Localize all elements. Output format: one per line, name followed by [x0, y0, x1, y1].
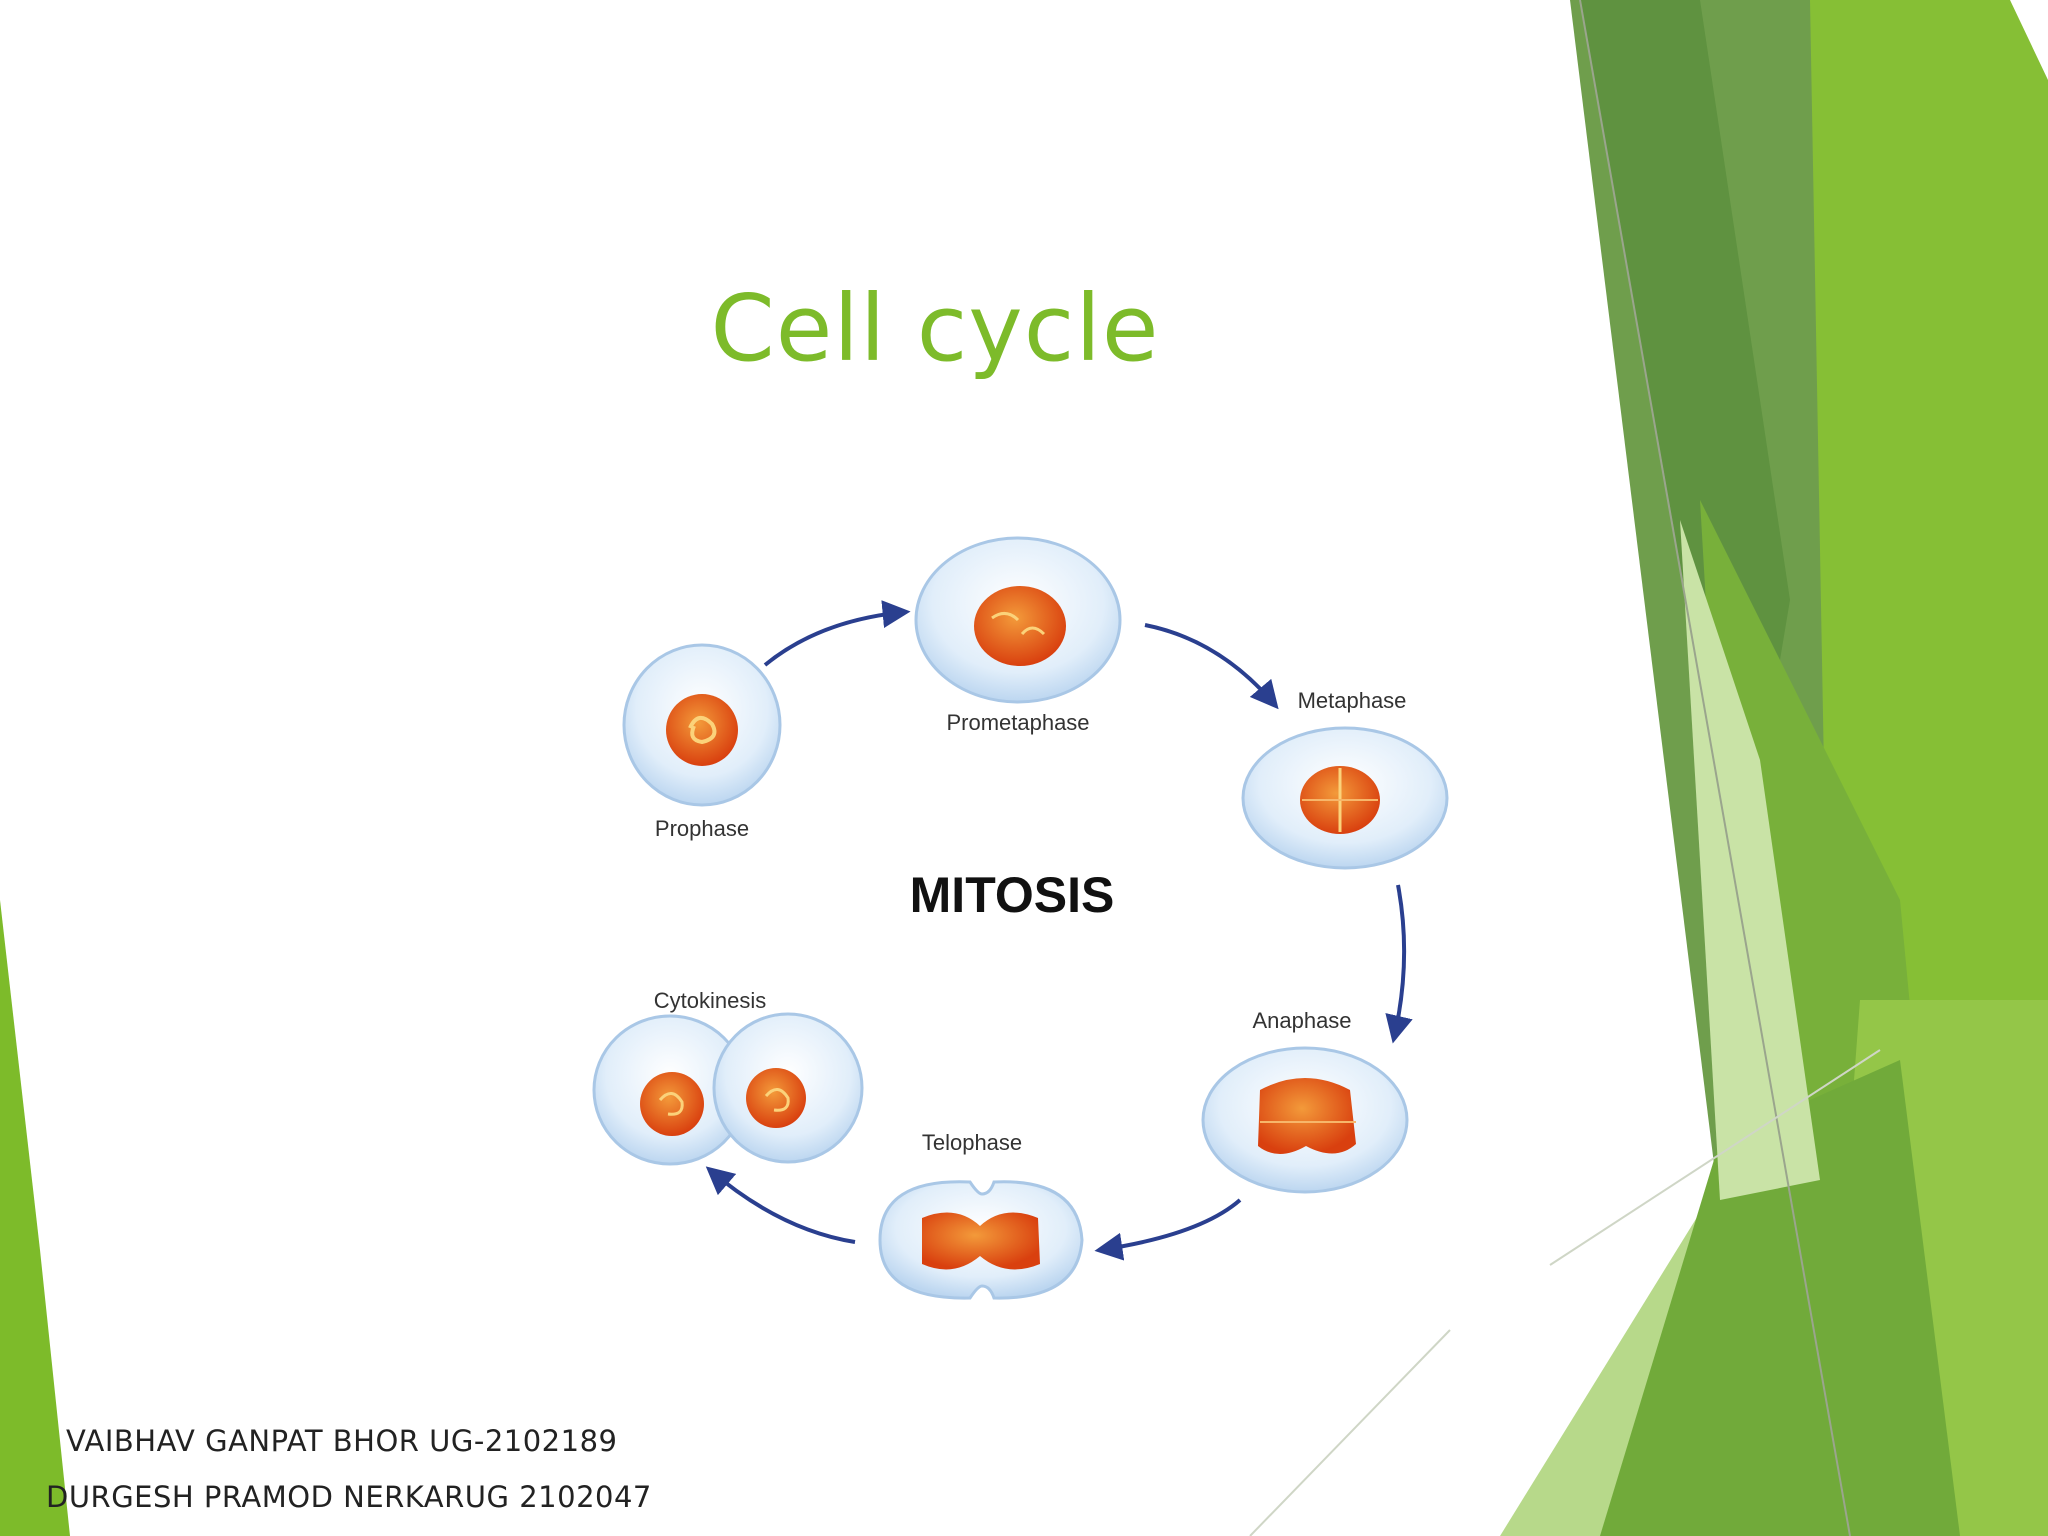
deco-facet: [0, 900, 70, 1536]
center-label: MITOSIS: [910, 867, 1115, 923]
deco-line: [1249, 1329, 1451, 1536]
arrow-prometaphase-metaphase: [1144, 623, 1279, 710]
deco-line: [1579, 0, 1851, 1536]
label-telophase: Telophase: [922, 1130, 1022, 1155]
label-prometaphase: Prometaphase: [946, 710, 1089, 735]
prometaphase-cell: [914, 536, 1122, 704]
label-anaphase: Anaphase: [1252, 1008, 1351, 1033]
prophase-cell: [622, 643, 782, 807]
mitosis-diagram: Prophase Prometaphase Metaphase MITOSIS …: [592, 536, 1449, 1300]
label-prophase: Prophase: [655, 816, 749, 841]
telophase-cell: [878, 1180, 1084, 1300]
anaphase-cell: [1201, 1046, 1409, 1194]
label-cytokinesis: Cytokinesis: [654, 988, 766, 1013]
deco-facet: [1600, 1060, 1960, 1536]
arrow-anaphase-telophase: [1094, 1198, 1242, 1261]
metaphase-cell: [1241, 726, 1449, 870]
deco-facet: [1680, 520, 1820, 1200]
cytokinesis-cell-right: [712, 1012, 864, 1164]
label-metaphase: Metaphase: [1298, 688, 1407, 713]
arrow-prophase-prometaphase: [763, 600, 911, 667]
author-line-1: VAIBHAV GANPAT BHOR UG-2102189: [66, 1424, 618, 1458]
arrow-telophase-cytokinesis: [705, 1166, 856, 1244]
page-title: Cell cycle: [710, 275, 1160, 382]
deco-line: [1549, 1049, 1881, 1266]
arrow-metaphase-anaphase: [1385, 884, 1413, 1044]
author-line-2: DURGESH PRAMOD NERKARUG 2102047: [46, 1480, 652, 1514]
cytokinesis-cell-left: [592, 1014, 748, 1166]
